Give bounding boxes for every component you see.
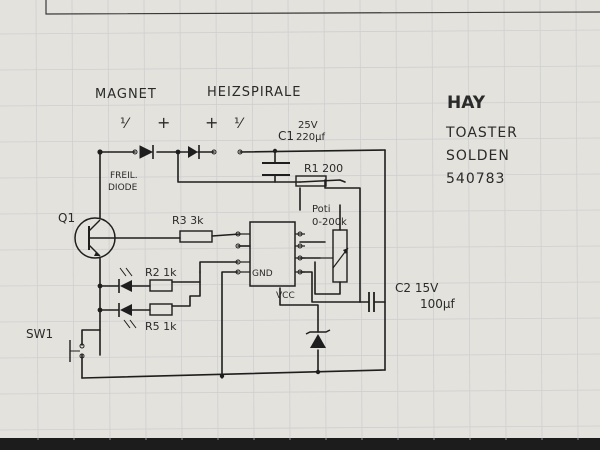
freewheel-diode-symbol	[139, 145, 200, 159]
r3-label: R3 3k	[172, 214, 204, 227]
paper-shadow	[0, 438, 600, 450]
c2-label: C2 15V	[395, 281, 439, 295]
heizspirale-label: HEIZSPIRALE	[207, 85, 302, 100]
terminal-minus-left: ⅟	[120, 116, 131, 132]
switch-sw1-symbol	[69, 340, 85, 362]
resistor-r2-symbol	[149, 279, 173, 292]
junction-dots	[97, 148, 321, 379]
r1-label: R1 200	[304, 162, 343, 175]
resistor-r5-symbol	[149, 303, 173, 316]
capacitor-c1-symbol	[262, 162, 290, 176]
r2-label: R2 1k	[145, 266, 177, 279]
ic-chip-symbol	[235, 221, 305, 287]
resistor-r1-symbol	[295, 175, 327, 187]
c1-label: C1	[278, 129, 294, 143]
resistor-r3-symbol	[179, 230, 213, 243]
note-line-2: TOASTER	[445, 125, 518, 141]
circuit-wiring	[81, 149, 386, 379]
sw1-label: SW1	[26, 327, 53, 341]
freil-label: FREIL.	[110, 171, 138, 181]
note-line-4: 540783	[446, 171, 505, 187]
note-line-3: SOLDEN	[446, 148, 510, 164]
terminal-plus-right: +	[205, 113, 218, 132]
potentiometer-symbol	[320, 229, 349, 283]
gnd-label: GND	[252, 269, 273, 279]
terminal-plus-left: +	[157, 113, 170, 132]
capacitor-c2-symbol	[368, 292, 375, 312]
c1-voltage: 25V	[298, 120, 318, 131]
poti-value: 0-200k	[312, 217, 347, 228]
paper-sheet	[0, 0, 600, 440]
terminal-minus-right: ⅟	[234, 116, 245, 132]
page-frame-line	[45, 0, 600, 15]
r5-label: R5 1k	[145, 320, 177, 333]
poti-label: Poti	[312, 204, 331, 215]
transistor-q1-symbol	[74, 217, 116, 259]
c1-capacitance: 220μf	[296, 132, 325, 143]
c2-value: 100μf	[420, 297, 456, 311]
magnet-label: MAGNET	[95, 87, 157, 102]
led-upper-symbol	[118, 267, 133, 293]
terminal-markers	[132, 149, 243, 155]
note-line-1: HAY	[447, 93, 486, 113]
led-lower-symbol	[118, 303, 137, 329]
q1-label: Q1	[58, 211, 75, 225]
diode-label: DIODE	[108, 183, 138, 193]
vcc-label: VCC	[276, 291, 295, 301]
zener-diode-symbol	[305, 329, 331, 348]
